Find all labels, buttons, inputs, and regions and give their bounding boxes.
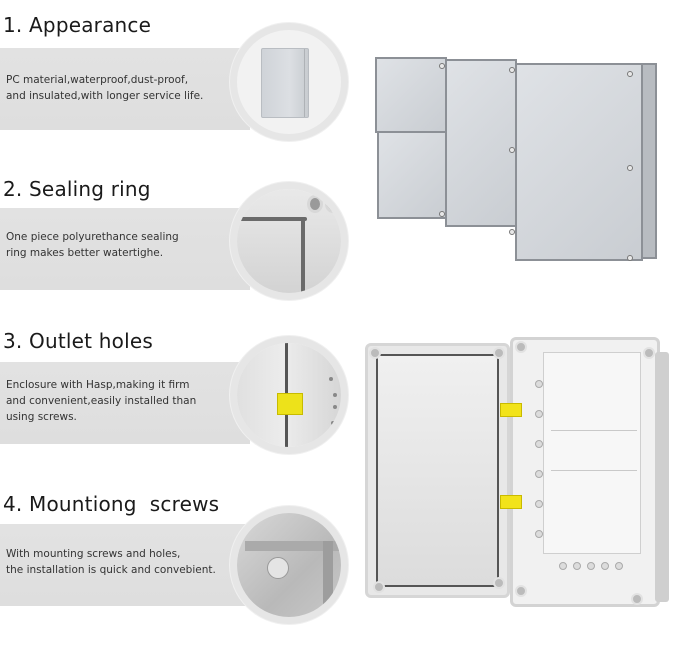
hasp-clip-icon: [500, 403, 522, 417]
feature-description: With mounting screws and holes, the inst…: [6, 548, 216, 576]
bolt-icon: [627, 255, 633, 261]
frame-edge-icon: [245, 541, 341, 551]
outlet-hole-icon: [535, 500, 543, 508]
hasp-icon: [277, 393, 303, 415]
open-enclosure-image: [365, 335, 669, 615]
sealing-ring-thumbnail: [230, 182, 348, 300]
feature-title: 4. Mountiong screws: [3, 492, 220, 516]
corner-screw-icon: [373, 581, 385, 593]
outlet-hole-icon: [535, 440, 543, 448]
outlet-hole-icon: [331, 421, 335, 425]
enclosure-icon: [261, 48, 309, 118]
enclosure-panel: [515, 63, 643, 261]
bolt-icon: [509, 67, 515, 73]
corner-screw-icon: [515, 585, 527, 597]
corner-screw-icon: [643, 347, 655, 359]
outlet-hole-icon: [333, 393, 337, 397]
screw-hole-icon: [325, 195, 341, 213]
bolt-icon: [439, 211, 445, 217]
bolt-icon: [509, 229, 515, 235]
outlet-hole-icon: [615, 562, 623, 570]
outlet-hole-icon: [535, 410, 543, 418]
corner-screw-icon: [515, 341, 527, 353]
feature-title: 2. Sealing ring: [3, 177, 151, 201]
outlet-hole-icon: [601, 562, 609, 570]
feature-band: [0, 48, 250, 130]
enclosure-body: [510, 337, 669, 607]
feature-title: 1. Appearance: [3, 13, 152, 37]
feature-outlet-holes: 3. Outlet holes Enclosure with Hasp,maki…: [0, 320, 360, 460]
enclosure-panel: [375, 57, 447, 133]
outlet-hole-icon: [535, 530, 543, 538]
enclosure-side: [655, 352, 669, 602]
seal-line-icon: [301, 219, 305, 293]
interior-rib: [551, 430, 637, 431]
enclosure-interior: [543, 352, 641, 554]
bolt-icon: [627, 165, 633, 171]
feature-band: [0, 208, 250, 290]
corner-screw-icon: [631, 593, 643, 605]
hasp-thumbnail: [230, 336, 348, 454]
bolt-icon: [627, 71, 633, 77]
feature-appearance: 1. Appearance PC material,waterproof,dus…: [0, 0, 360, 141]
screw-icon: [267, 557, 289, 579]
hasp-clip-icon: [500, 495, 522, 509]
feature-description: PC material,waterproof,dust-proof, and i…: [6, 74, 204, 102]
outlet-hole-icon: [535, 470, 543, 478]
appearance-thumbnail: [230, 23, 348, 141]
sealing-ring: [376, 354, 499, 587]
corner-screw-icon: [493, 577, 505, 589]
enclosure-panel: [377, 131, 449, 219]
bolt-icon: [439, 63, 445, 69]
frame-edge-icon: [323, 541, 333, 617]
outlet-hole-icon: [333, 405, 337, 409]
enclosure-panel: [445, 59, 517, 227]
seal-background: [237, 189, 341, 293]
feature-mounting-screws: 4. Mountiong screws With mounting screws…: [0, 480, 360, 640]
outlet-hole-icon: [329, 377, 333, 381]
enclosures-row-image: [375, 55, 660, 270]
feature-title: 3. Outlet holes: [3, 329, 153, 353]
outlet-hole-icon: [559, 562, 567, 570]
feature-band: [0, 524, 250, 606]
feature-description: Enclosure with Hasp,making it firm and c…: [6, 379, 197, 423]
outlet-hole-icon: [535, 380, 543, 388]
enclosure-side: [641, 63, 657, 259]
mounting-screw-thumbnail: [230, 506, 348, 624]
feature-description: One piece polyurethance sealing ring mak…: [6, 231, 179, 259]
seal-line-icon: [237, 217, 307, 221]
corner-screw-icon: [369, 347, 381, 359]
enclosure-door: [365, 343, 510, 598]
interior-rib: [551, 470, 637, 471]
corner-screw-icon: [493, 347, 505, 359]
outlet-hole-icon: [587, 562, 595, 570]
outlet-hole-icon: [573, 562, 581, 570]
bolt-icon: [509, 147, 515, 153]
screw-hole-icon: [307, 195, 323, 213]
feature-band: [0, 362, 250, 444]
feature-sealing-ring: 2. Sealing ring One piece polyurethance …: [0, 160, 360, 300]
